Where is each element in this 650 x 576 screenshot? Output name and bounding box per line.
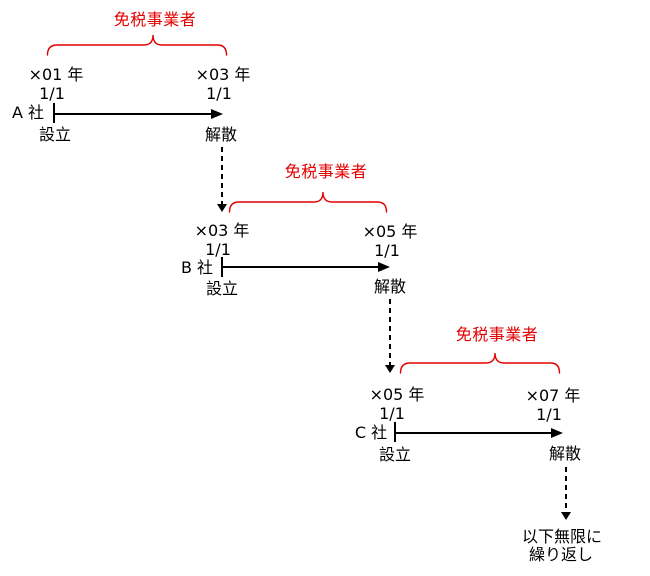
- dissolve-label: 解散: [373, 277, 407, 296]
- succession-dashed-line: [565, 467, 567, 512]
- exempt-range-brace-icon: [228, 191, 388, 213]
- exempt-business-label: 免税事業者: [455, 325, 539, 344]
- timeline-line: [222, 266, 378, 268]
- timeline-line: [54, 113, 212, 115]
- succession-dashed-line: [389, 299, 391, 365]
- company-name-label: A 社: [11, 103, 45, 122]
- end-date-label: 1/1: [206, 84, 232, 103]
- end-year-label: ×03 年: [195, 65, 251, 84]
- establish-label: 設立: [378, 445, 412, 464]
- start-year-label: ×05 年: [369, 385, 425, 404]
- timeline-arrowhead-icon: [211, 109, 223, 119]
- timeline-arrowhead-icon: [551, 428, 563, 438]
- end-date-label: 1/1: [536, 405, 562, 424]
- succession-arrowhead-icon: [385, 365, 395, 373]
- company-name-label: B 社: [180, 258, 214, 277]
- exempt-business-label: 免税事業者: [113, 10, 197, 29]
- end-year-label: ×05 年: [362, 222, 418, 241]
- start-year-label: ×01 年: [28, 65, 84, 84]
- exempt-business-label: 免税事業者: [284, 162, 368, 181]
- end-year-label: ×07 年: [525, 386, 581, 405]
- establish-label: 設立: [205, 279, 239, 298]
- start-year-label: ×03 年: [194, 221, 250, 240]
- succession-arrowhead-icon: [561, 512, 571, 520]
- succession-arrowhead-icon: [217, 204, 227, 212]
- establish-label: 設立: [38, 125, 72, 144]
- timeline-line: [395, 432, 551, 434]
- company-name-label: C 社: [354, 423, 388, 442]
- start-date-label: 1/1: [379, 404, 405, 423]
- timeline-arrowhead-icon: [378, 262, 390, 272]
- exempt-range-brace-icon: [46, 34, 228, 56]
- end-date-label: 1/1: [374, 241, 400, 260]
- dissolve-label: 解散: [548, 444, 582, 463]
- exempt-range-brace-icon: [399, 352, 561, 374]
- repeat-note-line1: 以下無限に: [521, 527, 603, 546]
- repeat-note-line2: 繰り返し: [528, 545, 594, 564]
- dissolve-label: 解散: [204, 125, 238, 144]
- start-date-label: 1/1: [39, 84, 65, 103]
- start-date-label: 1/1: [205, 240, 231, 259]
- succession-dashed-line: [221, 147, 223, 204]
